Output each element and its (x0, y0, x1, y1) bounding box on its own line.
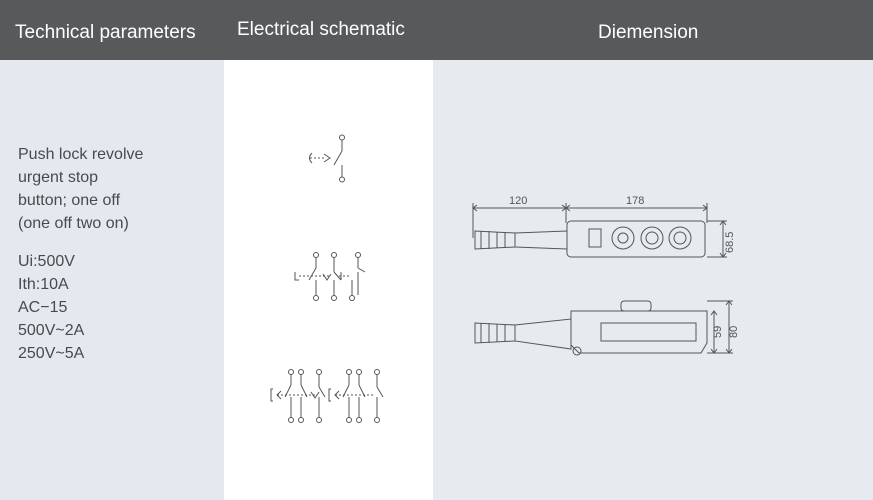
height-total-label: 80 (728, 326, 740, 338)
dimension-column: 120 178 68.5 59 (433, 60, 873, 500)
electrical-schematic-column (224, 60, 433, 500)
emergency-stop-schematic (309, 134, 345, 183)
header-dimension: Diemension (598, 22, 699, 43)
description-line: button; one off (18, 192, 121, 209)
table-header: Technical parameters Electrical schemati… (0, 0, 873, 60)
cable-length-label: 120 (509, 195, 527, 207)
spec-line: 500V~2A (18, 322, 85, 339)
technical-parameters-text: Push lock revolve urgent stop button; on… (18, 143, 218, 365)
technical-parameters-column: Push lock revolve urgent stop button; on… (0, 60, 224, 500)
header-technical-parameters: Technical parameters (15, 22, 196, 43)
spec-line: 250V~5A (18, 345, 85, 362)
height-body-label: 59 (712, 326, 724, 338)
parameters-specs: Ui:500V Ith:10A AC−15 500V~2A 250V~5A (18, 250, 218, 365)
description-line: urgent stop (18, 169, 99, 186)
description-line: (one off two on) (18, 215, 129, 232)
two-button-schematic (294, 252, 366, 301)
dimension-drawing: 120 178 68.5 59 (472, 195, 740, 356)
four-contact-schematic (270, 369, 384, 423)
description-line: Push lock revolve (18, 146, 144, 163)
header-electrical-schematic: Electrical schematic (237, 19, 405, 40)
spec-line: Ith:10A (18, 276, 69, 293)
parameters-description: Push lock revolve urgent stop button; on… (18, 143, 218, 235)
spec-line: AC−15 (18, 299, 68, 316)
width-label: 68.5 (724, 232, 736, 253)
body-length-label: 178 (626, 195, 644, 207)
spec-line: Ui:500V (18, 253, 75, 270)
